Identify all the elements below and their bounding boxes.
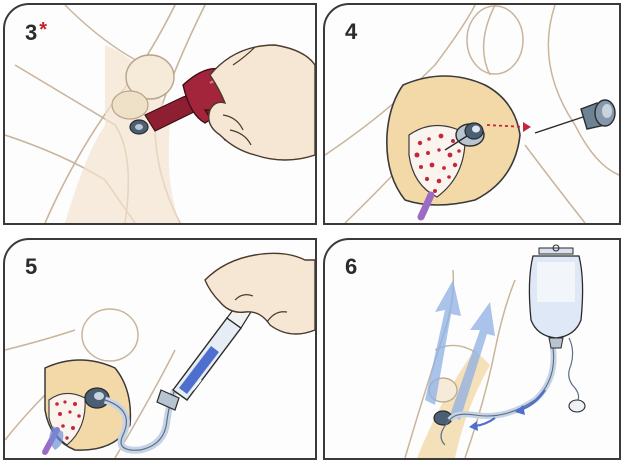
step-panel-6: 6 — [323, 238, 621, 460]
iv-bag-icon — [529, 245, 585, 412]
iv-infusion-illustration — [325, 240, 619, 458]
step-panel-5: 5 — [3, 238, 317, 460]
important-asterisk: * — [39, 19, 47, 41]
syringe-flush-illustration — [5, 240, 315, 458]
stylet-removal-illustration — [325, 5, 619, 223]
step-panel-3: 3* — [3, 3, 317, 225]
step-panel-4: 4 — [323, 3, 621, 225]
step-number-5: 5 — [25, 254, 37, 280]
step-number-4: 4 — [345, 19, 357, 45]
step-number-3: 3* — [25, 19, 47, 46]
stylet-icon — [535, 100, 615, 133]
step-number-6: 6 — [345, 254, 357, 280]
driver-insertion-illustration — [5, 5, 315, 223]
